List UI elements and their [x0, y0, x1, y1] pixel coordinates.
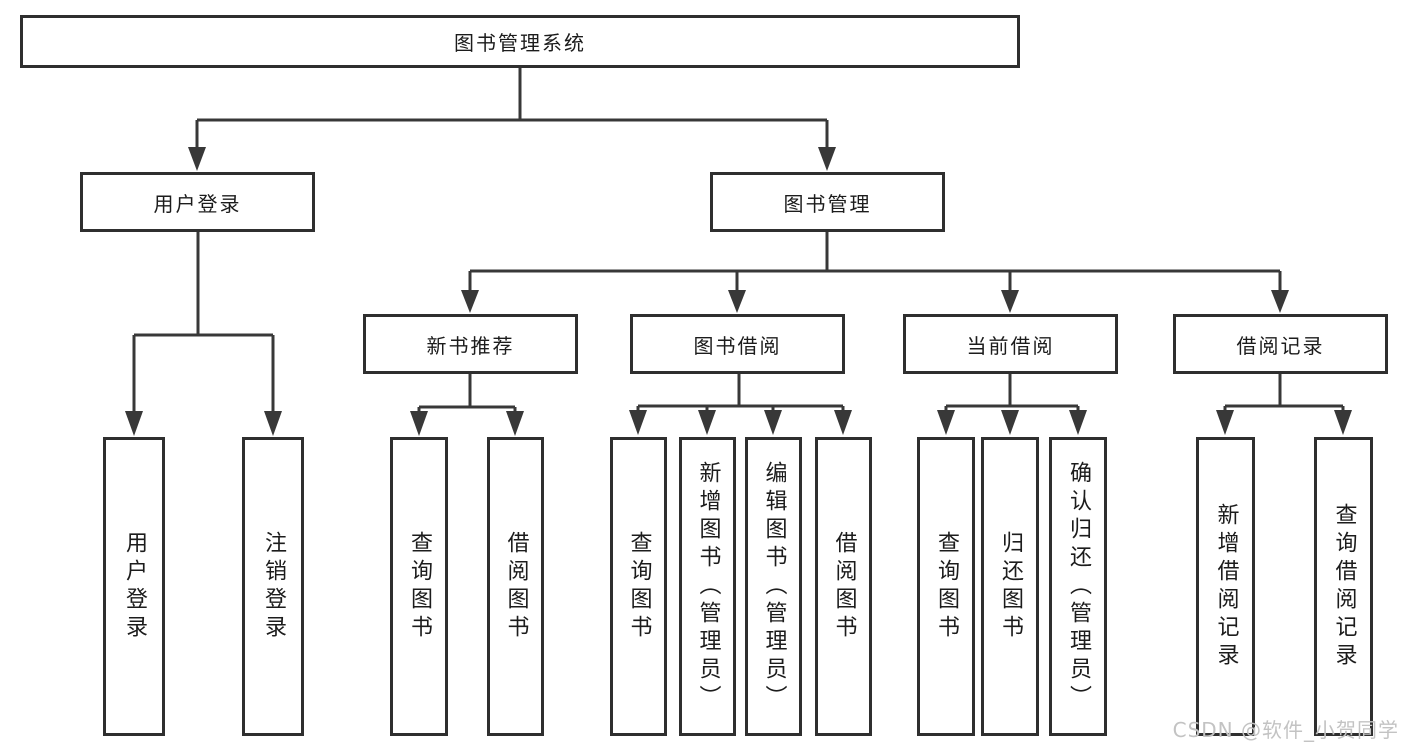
node-book-management: 图书管理 — [710, 172, 945, 232]
leaf-query-books-recommend: 查询图书 — [390, 437, 448, 736]
leaf-add-book-admin: 新增图书（管理员） — [679, 437, 736, 736]
leaf-edit-book-admin-label: 编辑图书（管理员） — [761, 460, 787, 713]
node-book-borrow-label: 图书借阅 — [693, 333, 782, 358]
leaf-query-books-current: 查询图书 — [917, 437, 975, 736]
leaf-query-borrow-record-label: 查询借阅记录 — [1331, 502, 1357, 671]
node-borrow-records-label: 借阅记录 — [1236, 333, 1325, 358]
leaf-add-book-admin-label: 新增图书（管理员） — [695, 460, 721, 713]
leaf-logout-label: 注销登录 — [261, 530, 286, 643]
node-new-book-recommend: 新书推荐 — [363, 314, 578, 374]
arrowheads — [125, 147, 1352, 436]
leaf-borrow-books-borrow: 借阅图书 — [815, 437, 872, 736]
leaf-add-borrow-record: 新增借阅记录 — [1196, 437, 1255, 736]
leaf-borrow-books-recommend-label: 借阅图书 — [503, 530, 529, 643]
leaf-query-borrow-record: 查询借阅记录 — [1314, 437, 1373, 736]
node-current-borrow-label: 当前借阅 — [966, 333, 1055, 358]
leaf-query-books-borrow-label: 查询图书 — [626, 530, 652, 643]
leaf-edit-book-admin: 编辑图书（管理员） — [745, 437, 802, 736]
leaf-user-login-label: 用户登录 — [122, 530, 147, 643]
leaf-logout: 注销登录 — [242, 437, 304, 736]
node-root: 图书管理系统 — [20, 15, 1020, 68]
leaf-confirm-return-admin-label: 确认归还（管理员） — [1066, 460, 1091, 713]
leaf-query-books-current-label: 查询图书 — [934, 530, 959, 643]
leaf-return-book: 归还图书 — [981, 437, 1039, 736]
node-borrow-records: 借阅记录 — [1173, 314, 1388, 374]
leaf-return-book-label: 归还图书 — [998, 530, 1023, 643]
leaf-confirm-return-admin: 确认归还（管理员） — [1049, 437, 1107, 736]
node-book-management-label: 图书管理 — [783, 191, 872, 216]
leaf-query-books-borrow: 查询图书 — [610, 437, 667, 736]
node-current-borrow: 当前借阅 — [903, 314, 1118, 374]
node-user-login: 用户登录 — [80, 172, 315, 232]
leaf-borrow-books-borrow-label: 借阅图书 — [831, 530, 857, 643]
leaf-borrow-books-recommend: 借阅图书 — [487, 437, 544, 736]
leaf-user-login: 用户登录 — [103, 437, 165, 736]
leaf-add-borrow-record-label: 新增借阅记录 — [1213, 502, 1239, 671]
node-user-login-label: 用户登录 — [153, 191, 242, 216]
leaf-query-books-recommend-label: 查询图书 — [407, 530, 432, 643]
csdn-watermark: CSDN @软件_小贺同学 — [1172, 718, 1399, 742]
node-book-borrow: 图书借阅 — [630, 314, 845, 374]
node-root-label: 图书管理系统 — [454, 31, 586, 55]
node-new-book-recommend-label: 新书推荐 — [426, 333, 515, 358]
